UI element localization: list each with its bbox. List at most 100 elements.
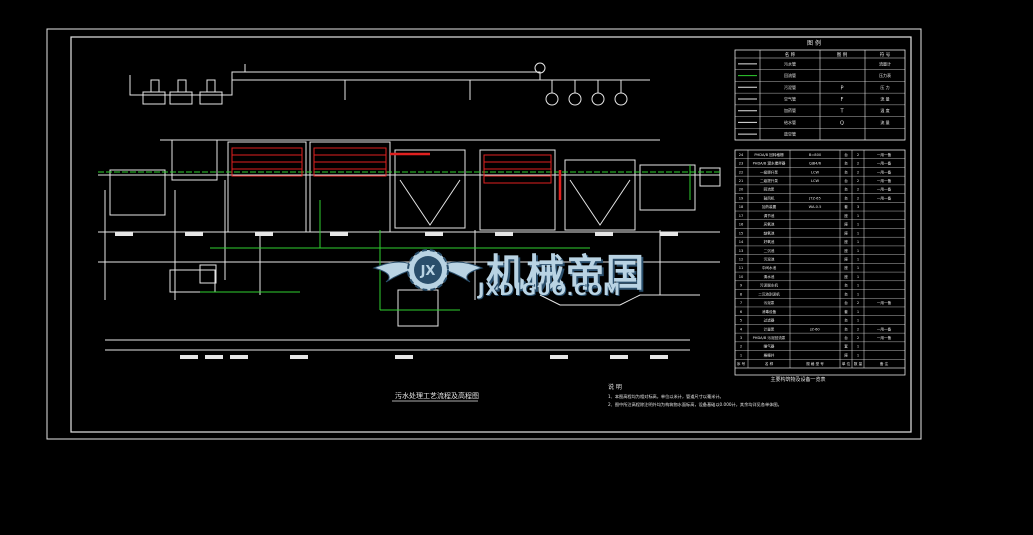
- equipment-cell: 16: [739, 223, 744, 227]
- legend-row-symbol: Q: [840, 120, 844, 126]
- legend-row-desc: 压力表: [879, 72, 891, 78]
- process-diagram: [98, 62, 721, 351]
- legend-row-symbol: F: [841, 97, 844, 103]
- equipment-cell: JZ-60: [809, 327, 820, 331]
- legend-row-desc: 流 量: [880, 119, 889, 125]
- equipment-cell: 一用一备: [877, 326, 892, 331]
- equipment-cell: 1: [857, 240, 859, 244]
- equipment-cell: 台: [844, 300, 848, 305]
- legend-row-desc: 流量计: [879, 60, 891, 66]
- equipment-cell: 座: [844, 265, 848, 270]
- inner-frame: [70, 36, 912, 433]
- equipment-cell: 23: [739, 162, 744, 166]
- equipment-cell: 2: [857, 301, 859, 305]
- equipment-cell: 过滤器: [764, 318, 775, 323]
- legend-row-name: 污水管: [784, 60, 796, 66]
- equipment-cell: 19: [739, 196, 744, 200]
- equipment-cell: 清水池: [764, 274, 775, 279]
- equipment-cell: 座: [844, 239, 848, 244]
- equipment-header-cell: 序 号: [737, 361, 746, 366]
- equipment-cell: 座: [844, 352, 848, 357]
- equipment-cell: 一用一备: [877, 300, 892, 305]
- equipment-cell: 1: [857, 275, 859, 279]
- equipment-cell: 台: [844, 291, 848, 296]
- legend-col-name: 名 称: [785, 51, 796, 58]
- equipment-cell: 消毒设备: [762, 309, 777, 314]
- equipment-cell: 8: [740, 292, 743, 296]
- equipment-table-title: 主要构筑物及设备一览表: [770, 376, 825, 383]
- equipment-cell: 台: [844, 161, 848, 166]
- equipment-cell: 二级提升泵: [760, 178, 778, 183]
- equipment-cell: 2: [857, 179, 859, 183]
- equipment-cell: 计量泵: [764, 326, 775, 331]
- drawing-title: 污水处理工艺流程及高程图: [395, 391, 479, 400]
- equipment-cell: 1: [857, 353, 859, 357]
- equipment-cell: 调节池: [764, 213, 775, 218]
- equipment-cell: 5: [740, 319, 742, 323]
- equipment-cell: 2: [740, 345, 742, 349]
- equipment-cell: 1: [857, 223, 859, 227]
- equipment-cell: 套: [844, 204, 848, 209]
- equipment-cell: 好氧池: [764, 239, 775, 244]
- equipment-header-cell: 单 位: [842, 361, 851, 366]
- legend-row-desc: 温 度: [880, 107, 889, 113]
- equipment-cell: 6: [740, 310, 743, 314]
- equipment-cell: 曝气器: [764, 344, 775, 349]
- equipment-cell: 1: [857, 266, 859, 270]
- equipment-cell: 11: [739, 266, 744, 270]
- equipment-cell: 加药装置: [762, 204, 777, 209]
- equipment-cell: 18: [739, 205, 744, 209]
- legend-row-name: 污泥管: [784, 84, 796, 90]
- equipment-cell: 套: [844, 344, 848, 349]
- equipment-header-cell: 备 注: [880, 361, 889, 366]
- equipment-cell: 中间水池: [762, 265, 777, 270]
- equipment-cell: 座: [844, 222, 848, 227]
- equipment-cell: 一用一备: [877, 178, 892, 183]
- outer-frame: [46, 28, 922, 440]
- equipment-cell: 格栅井: [764, 352, 775, 357]
- equipment-cell: 2: [857, 327, 859, 331]
- equipment-cell: 污泥泵: [764, 300, 775, 305]
- note-1: 1、本图高程均为相对标高，单位以米计，管道尺寸以毫米计。: [608, 393, 724, 400]
- equipment-cell: 台: [844, 178, 848, 183]
- equipment-cell: 21: [739, 179, 744, 183]
- equipment-cell: PHDA/B 潜水搅拌器: [753, 161, 786, 166]
- equipment-cell: 20: [739, 188, 744, 192]
- equipment-cell: 座: [844, 257, 848, 262]
- equipment-cell: PHDA/B 回转格栅: [754, 152, 784, 157]
- equipment-cell: 座: [844, 230, 848, 235]
- equipment-cell: 台: [844, 152, 848, 157]
- equipment-cell: 鼓风机: [764, 195, 775, 200]
- equipment-cell: 一用一备: [877, 187, 892, 192]
- equipment-cell: 10: [739, 275, 744, 279]
- equipment-cell: 座: [844, 274, 848, 279]
- equipment-cell: 2: [857, 188, 859, 192]
- legend-col-code: 符 号: [880, 51, 891, 58]
- equipment-cell: 一用一备: [877, 195, 892, 200]
- watermark-site: JXDIGUO.COM: [478, 280, 622, 300]
- note-2: 2、图中所注高程除注明外均为构筑物水面标高，设备基础以0.000计，其余均详见各…: [608, 401, 782, 408]
- equipment-cell: 12: [739, 258, 744, 262]
- equipment-cell: 7: [740, 301, 742, 305]
- equipment-cell: 3: [740, 336, 742, 340]
- legend-row-desc: 流 量: [880, 96, 889, 102]
- equipment-cell: 台: [844, 318, 848, 323]
- legend-col-symbol: 图 例: [837, 51, 848, 58]
- legend-row-name: 回流管: [784, 72, 796, 78]
- equipment-cell: 17: [739, 214, 744, 218]
- equipment-cell: 套: [844, 309, 848, 314]
- equipment-cell: 24: [739, 153, 744, 157]
- equipment-cell: 台: [844, 195, 848, 200]
- equipment-cell: 9: [740, 284, 743, 288]
- equipment-cell: 13: [739, 249, 744, 253]
- equipment-cell: 厌氧池: [764, 222, 775, 227]
- equipment-cell: JTZ-65: [808, 196, 821, 200]
- equipment-cell: 一用一备: [877, 161, 892, 166]
- equipment-cell: 二沉池刮泥机: [758, 291, 780, 296]
- equipment-cell: 一用一备: [877, 169, 892, 174]
- equipment-cell: 2: [857, 170, 859, 174]
- equipment-cell: 缺氧池: [764, 230, 775, 235]
